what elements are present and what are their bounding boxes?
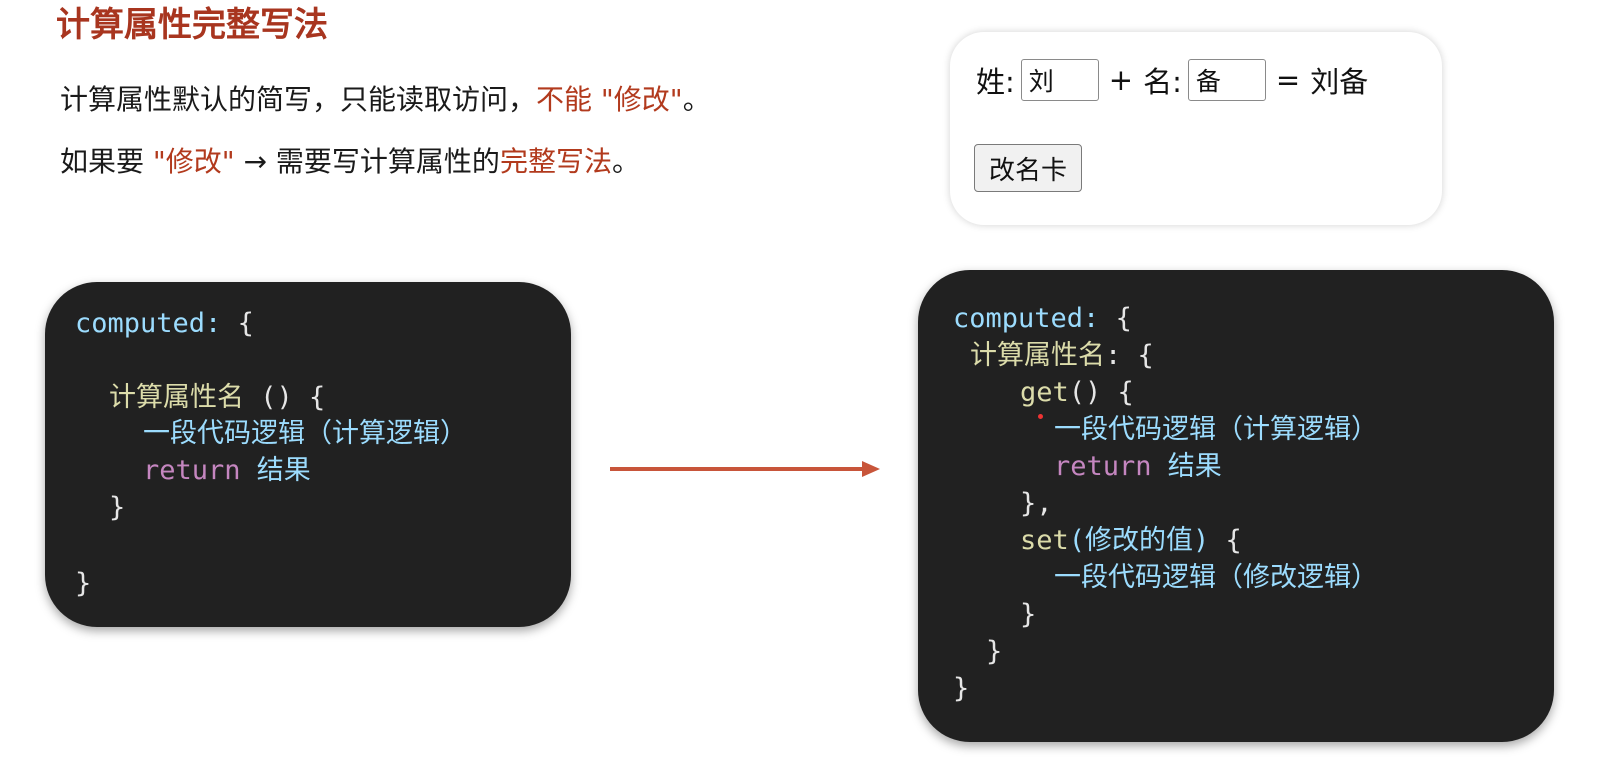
code-token: 结果 xyxy=(1151,451,1222,482)
code-line: 一段代码逻辑（修改逻辑） xyxy=(1054,560,1378,596)
code-token: () { xyxy=(1068,377,1134,408)
code-token: { xyxy=(221,308,254,339)
surname-label: 姓: xyxy=(976,65,1015,99)
description-text: 。 xyxy=(611,145,640,178)
description-line-1: 计算属性默认的简写，只能读取访问，不能 "修改"。 xyxy=(60,80,711,120)
code-line: 计算属性名 () { xyxy=(109,380,325,416)
code-token: computed: xyxy=(75,308,222,339)
page-title: 计算属性完整写法 xyxy=(56,5,328,45)
description-text: → 需要写计算属性的 xyxy=(234,145,500,178)
code-line: } xyxy=(953,671,969,707)
code-token: { xyxy=(1099,303,1132,334)
code-line: } xyxy=(109,490,125,526)
code-token: { xyxy=(1209,525,1242,556)
code-token: 计算属性名 xyxy=(109,382,244,413)
description-text: 如果要 xyxy=(60,145,153,178)
code-line: } xyxy=(986,634,1002,670)
equals-sign: = xyxy=(1275,63,1301,97)
code-token: return xyxy=(1054,451,1152,482)
code-token: 一段代码逻辑（计算逻辑） xyxy=(1054,414,1378,445)
description-text: 。 xyxy=(682,83,711,116)
code-token: }, xyxy=(1020,488,1053,519)
code-line: }, xyxy=(1020,486,1053,522)
code-token: 结果 xyxy=(240,455,311,486)
surname-input[interactable] xyxy=(1020,59,1099,101)
given-name-input[interactable] xyxy=(1187,59,1266,101)
description-text: 计算属性默认的简写，只能读取访问， xyxy=(60,83,537,116)
code-token: return xyxy=(143,455,241,486)
code-line: } xyxy=(75,566,91,602)
code-token: } xyxy=(986,636,1003,667)
code-token: } xyxy=(1020,599,1037,630)
code-token: } xyxy=(75,568,92,599)
given-name-label: 名: xyxy=(1143,65,1182,99)
code-line: return 结果 xyxy=(143,453,311,489)
code-line: } xyxy=(1020,597,1036,633)
code-token: get xyxy=(1020,377,1069,408)
code-line: return 结果 xyxy=(1054,449,1222,485)
code-line: 计算属性名: { xyxy=(970,338,1154,374)
code-line: 一段代码逻辑（计算逻辑） xyxy=(1054,412,1378,448)
code-token: set xyxy=(1020,525,1069,556)
code-line: computed: { xyxy=(953,301,1132,337)
code-block-shorthand: computed: { 计算属性名 () { 一段代码逻辑（计算逻辑） retu… xyxy=(45,282,571,627)
code-token: () { xyxy=(244,382,326,413)
code-token: (修改的值) xyxy=(1068,525,1210,556)
demo-card: 姓: + 名: = 刘备 改名卡 xyxy=(950,32,1442,225)
code-line: set(修改的值) { xyxy=(1020,523,1242,559)
rename-card-button[interactable]: 改名卡 xyxy=(974,144,1083,192)
code-token: 计算属性名 xyxy=(970,340,1105,371)
code-line: get() { xyxy=(1020,375,1134,411)
full-name-output: 刘备 xyxy=(1310,65,1369,99)
code-token: } xyxy=(953,673,970,704)
code-token: 一段代码逻辑（计算逻辑） xyxy=(143,418,467,449)
code-token: : { xyxy=(1105,340,1154,371)
code-token: computed: xyxy=(953,303,1100,334)
description-highlight: 完整写法 xyxy=(499,145,612,178)
description-highlight: 不能 "修改" xyxy=(536,83,683,116)
code-line: computed: { xyxy=(75,306,254,342)
name-row: 姓: + 名: = 刘备 xyxy=(976,58,1368,102)
code-token: } xyxy=(109,492,126,523)
pointer-dot xyxy=(1038,414,1043,419)
description-highlight: "修改" xyxy=(152,145,235,178)
code-token: 一段代码逻辑（修改逻辑） xyxy=(1054,562,1378,593)
plus-sign: + xyxy=(1108,63,1134,97)
description-line-2: 如果要 "修改" → 需要写计算属性的完整写法。 xyxy=(60,142,640,182)
code-line: 一段代码逻辑（计算逻辑） xyxy=(143,416,467,452)
right-arrow-icon xyxy=(610,461,880,477)
code-block-full: computed: { 计算属性名: { get() { 一段代码逻辑（计算逻辑… xyxy=(918,270,1554,742)
